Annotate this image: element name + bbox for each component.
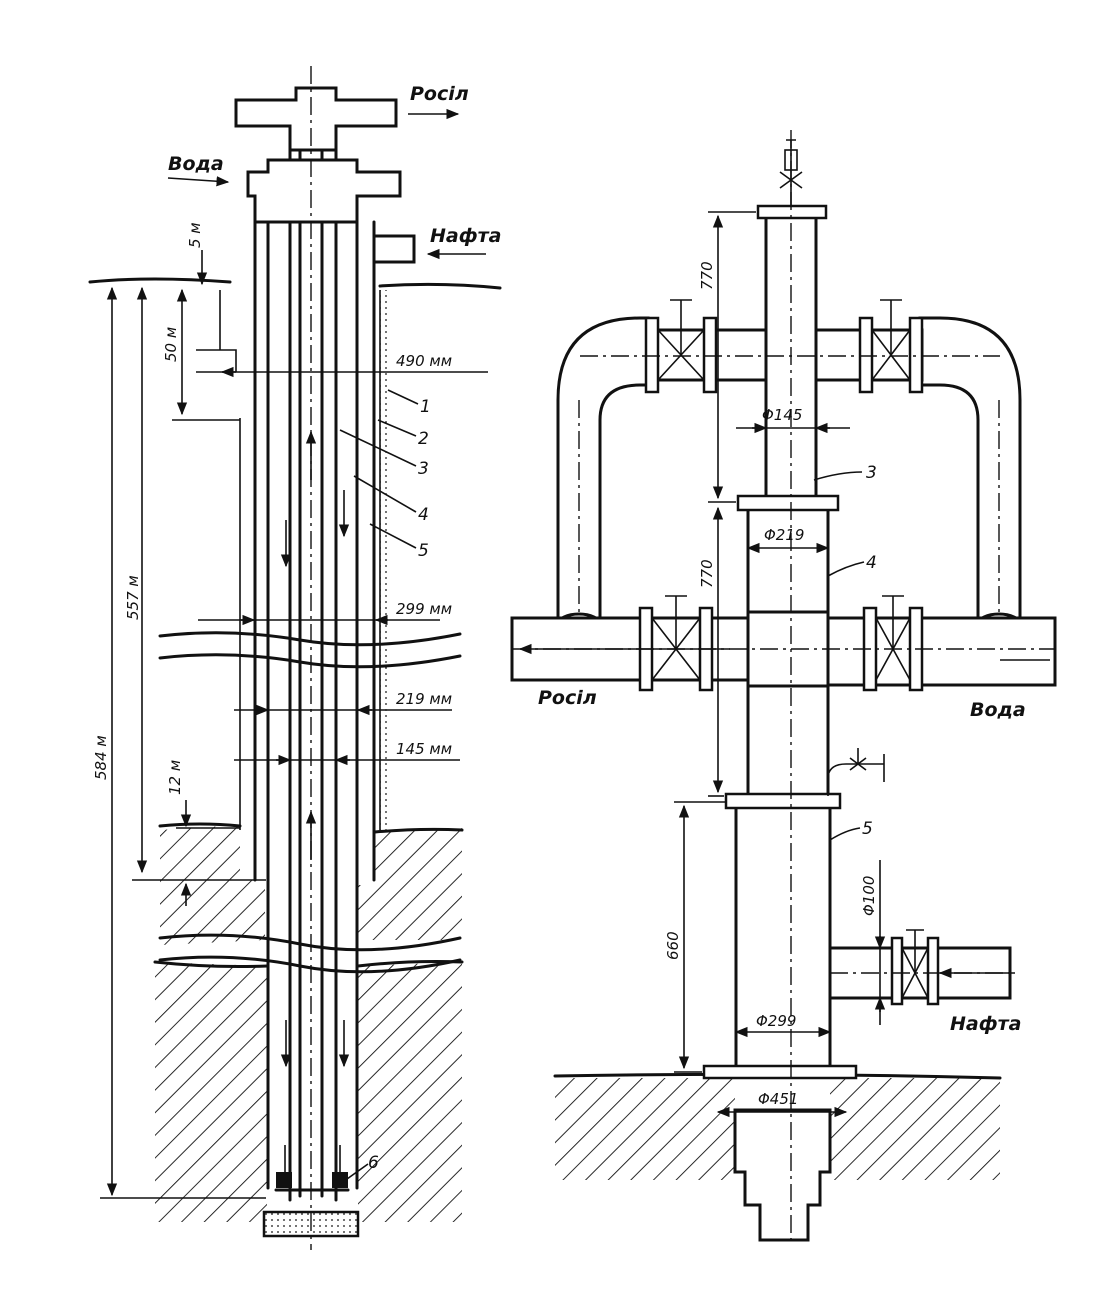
label-50m: 50 м xyxy=(162,327,180,362)
label-490: 490 мм xyxy=(396,352,452,370)
flange-299 xyxy=(724,792,842,810)
leader-right-3 xyxy=(813,471,863,481)
right-brine-label: Росіл xyxy=(538,687,597,709)
label-299: 299 мм xyxy=(396,600,452,618)
leader-3 xyxy=(339,429,417,467)
label-5m: 5 м xyxy=(186,222,204,248)
wellhead-mid-tee xyxy=(246,158,402,224)
top-flange xyxy=(756,204,828,220)
leader-right-5 xyxy=(829,827,861,841)
label-phi145: Φ145 xyxy=(762,406,802,424)
leader-6 xyxy=(339,1163,369,1185)
right-part-5: 5 xyxy=(862,819,873,839)
valve-upper-left xyxy=(657,299,705,383)
break-mark-1 xyxy=(158,631,462,647)
label-557m: 557 м xyxy=(124,575,142,620)
label-660: 660 xyxy=(664,931,682,960)
label-770-upper: 770 xyxy=(698,261,716,290)
rock-layer-lower xyxy=(153,960,464,1222)
water-inlet-pipe xyxy=(816,616,1057,687)
label-phi219: Φ219 xyxy=(764,526,804,544)
break-mark-2 xyxy=(158,933,462,952)
right-loop-pipe xyxy=(918,316,1022,626)
right-oil-label: Нафта xyxy=(950,1013,1021,1035)
label-219: 219 мм xyxy=(396,690,452,708)
flange-219 xyxy=(736,494,840,512)
rock-layer-upper xyxy=(158,822,464,945)
right-water-label: Вода xyxy=(970,699,1026,721)
leader-4 xyxy=(353,475,417,513)
leader-right-4 xyxy=(827,561,865,577)
left-water-arrow xyxy=(167,176,230,187)
base-flange xyxy=(702,1064,858,1080)
part-6: 6 xyxy=(368,1153,379,1173)
leader-5 xyxy=(369,523,417,549)
left-water-label: Вода xyxy=(168,153,224,175)
left-oil-label: Нафта xyxy=(430,225,501,247)
right-part-3: 3 xyxy=(866,463,877,483)
casing-299 xyxy=(253,220,376,882)
label-phi100: Φ100 xyxy=(860,876,878,916)
valve-upper-right xyxy=(871,299,911,383)
part-4: 4 xyxy=(418,505,429,525)
valve-oil xyxy=(901,929,929,999)
side-tap-valve xyxy=(827,748,885,796)
oil-inlet-branch xyxy=(372,234,416,264)
left-brine-label: Росіл xyxy=(410,83,469,105)
label-12m: 12 м xyxy=(166,760,184,795)
part-5: 5 xyxy=(418,541,429,561)
valve-lower-right xyxy=(875,595,911,681)
label-770-lower: 770 xyxy=(698,559,716,588)
part-2: 2 xyxy=(418,429,429,449)
column-299 xyxy=(734,802,832,1072)
ground-surface-line xyxy=(88,277,502,290)
right-part-4: 4 xyxy=(866,553,877,573)
casing-451-below xyxy=(733,1108,832,1242)
tubing-145 xyxy=(288,148,338,1202)
left-loop-pipe xyxy=(556,316,650,626)
wellhead-top-tee xyxy=(234,86,398,152)
valve-lower-left xyxy=(651,595,701,683)
part-3: 3 xyxy=(418,459,429,479)
casing-219 xyxy=(266,158,359,1190)
leader-1 xyxy=(387,389,419,405)
label-145: 145 мм xyxy=(396,740,452,758)
leader-2 xyxy=(377,419,417,437)
label-584m: 584 м xyxy=(92,735,110,780)
inner-tube xyxy=(298,98,324,1198)
label-phi299: Φ299 xyxy=(756,1012,796,1030)
well-section xyxy=(88,66,502,1250)
label-phi451: Φ451 xyxy=(758,1090,798,1108)
part-1: 1 xyxy=(420,397,431,417)
wellhead-piping xyxy=(510,130,1057,1242)
